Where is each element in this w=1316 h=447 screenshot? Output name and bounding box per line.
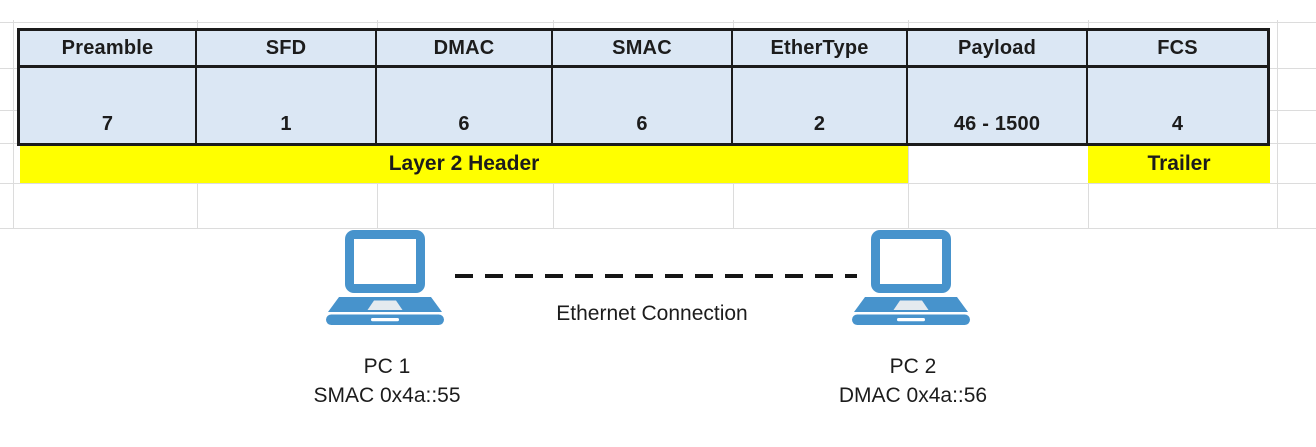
frame-field-name: EtherType [733, 31, 908, 68]
laptop-display [880, 239, 942, 284]
laptop-display [354, 239, 416, 284]
frame-field-bytes: 46 - 1500 [908, 68, 1088, 143]
connection-label: Ethernet Connection [556, 302, 748, 325]
pc1-laptop-icon [326, 230, 444, 325]
frame-field-bytes: 1 [197, 68, 377, 143]
laptop-slot [897, 318, 925, 322]
gridline-v [1277, 20, 1278, 229]
pc2-address: DMAC 0x4a::56 [838, 384, 988, 407]
laptop-touchpad [893, 300, 929, 310]
frame-field-name: Preamble [20, 31, 197, 68]
frame-field-bytes: 6 [377, 68, 553, 143]
frame-field-name: Payload [908, 31, 1088, 68]
frame-field-name: SMAC [553, 31, 733, 68]
frame-field-bytes: 7 [20, 68, 197, 143]
frame-field-bytes: 6 [553, 68, 733, 143]
pc1-name: PC 1 [363, 355, 411, 378]
ethernet-link-dashed-line [455, 274, 857, 278]
pc1-label: PC 1 SMAC 0x4a::55 [299, 352, 475, 410]
frame-field-bytes: 2 [733, 68, 908, 143]
gridline-h [0, 228, 1316, 229]
pc2-laptop-icon [852, 230, 970, 325]
pc2-name: PC 2 [889, 355, 937, 378]
frame-field-bytes: 4 [1171, 113, 1184, 135]
pc1-address: SMAC 0x4a::55 [313, 384, 461, 407]
gridline-h [0, 22, 1316, 23]
laptop-touchpad [367, 300, 403, 310]
trailer-band: Trailer [1088, 146, 1270, 183]
gridline-v [13, 20, 14, 229]
layer2-header-band: Layer 2 Header [20, 146, 908, 183]
pc2-label: PC 2 DMAC 0x4a::56 [825, 352, 1001, 410]
ethernet-frame-table: Preamble SFD DMAC SMAC EtherType Payload… [17, 28, 1270, 146]
frame-field-name: DMAC [377, 31, 553, 68]
gridline-h [0, 183, 1316, 184]
laptop-slot [371, 318, 399, 322]
frame-field-name: SFD [197, 31, 377, 68]
frame-field-name: FCS [1088, 31, 1267, 68]
